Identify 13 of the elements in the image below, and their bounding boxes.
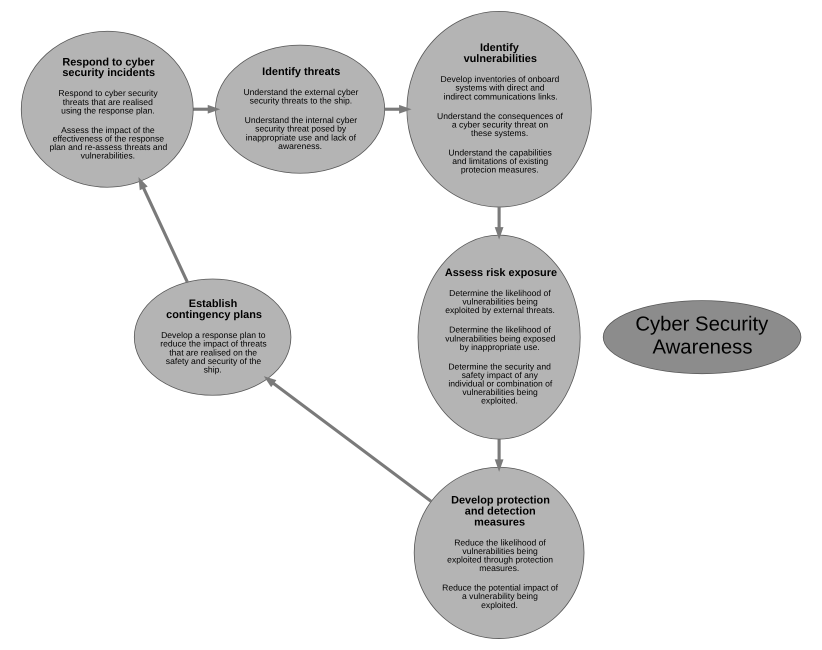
node-circle: Develop protection and detection measures Reduce the likelihood of vulnerabilities being exploited through protection measures. Reduce the potential impact of a vulnerability being exploited. (414, 466, 584, 639)
node-circle: Identify vulnerabilities Develop inventories of onboard systems with direct and indirect communications links. Understand the consequences of a cyber security threat on these systems. Understand the capabilities and limitations of existing protecion measures. (406, 11, 592, 208)
node-ellipse: Establish contingency plans Develop a response plan to reduce the impact of threats that are realised on the safety and security of the ship. (134, 278, 292, 396)
arrow (384, 104, 412, 114)
arrow (193, 104, 220, 114)
arrow (494, 439, 504, 472)
node-ellipse: Identify threats Understand the external cyber security threats to the ship. Understand the internal cyber security threat posed by inappropriate use and lack of awareness. (215, 44, 386, 174)
node-ellipse: Assess risk exposure Determine the likelihood of vulnerabilities being exploited by external threats. Determine the likelihood of vulnerabilities being exposed by inappropriate use. Determine the security and safety impact of any individual or combination of vulnerabilities being exploited. (418, 234, 581, 440)
arrow (494, 207, 504, 240)
arrow (264, 376, 432, 502)
node-circle: Respond to cyber security incidents Respond to cyber security threats that are realised using the response plan. Assess the impact of the effectiveness of the response plan and re-assess threats and vulnerabilities. (20, 30, 194, 188)
arrow (138, 177, 189, 283)
node-ellipse: Cyber Security Awareness (602, 300, 802, 374)
